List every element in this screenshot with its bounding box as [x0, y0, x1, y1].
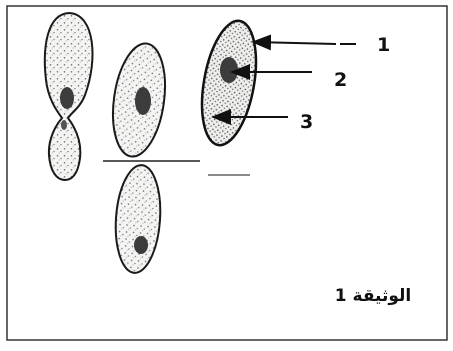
labelled-cell — [193, 17, 264, 150]
label-1: 1 — [377, 34, 390, 56]
label-3: 3 — [300, 111, 313, 133]
middle-cell-lower — [112, 164, 163, 275]
arrow-1 — [253, 42, 336, 44]
label-2: 2 — [334, 69, 347, 91]
dividing-cell — [45, 13, 93, 180]
middle-cell-upper — [106, 40, 171, 160]
figure-caption: الوثيقة 1 — [318, 286, 428, 310]
